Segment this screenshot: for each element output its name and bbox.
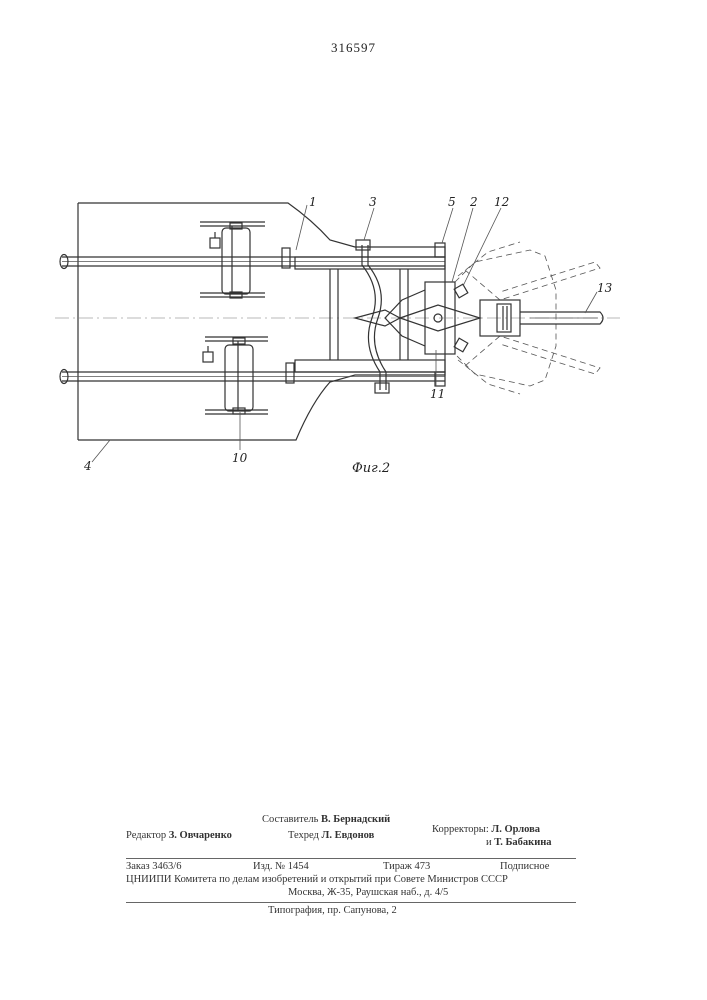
editor-line: Редактор З. Овчаренко: [126, 830, 232, 841]
corrector-1: Л. Орлова: [491, 824, 540, 835]
label-part-13: 13: [597, 281, 613, 295]
correctors-line: Корректоры: Л. Орлова: [432, 824, 540, 835]
corrector-2-line: и Т. Бабакина: [486, 837, 552, 848]
org-line-1: ЦНИИПИ Комитета по делам изобретений и о…: [126, 874, 578, 885]
techred-name: Л. Евдонов: [322, 830, 375, 841]
org-line-2: Москва, Ж-35, Раушская наб., д. 4/5: [288, 887, 448, 898]
order-number: Заказ 3463/6: [126, 861, 181, 872]
printing-house: Типография, пр. Сапунова, 2: [268, 905, 397, 916]
fitting-12: [454, 284, 468, 298]
corrector-2: Т. Бабакина: [494, 837, 551, 848]
label-part-11: 11: [430, 387, 445, 401]
lower-bearing: [203, 352, 213, 362]
label-part-3: 3: [369, 195, 377, 209]
label-part-4: 4: [83, 459, 92, 473]
compiler-name: В. Бернадский: [321, 814, 390, 825]
upper-coupling: [282, 248, 290, 268]
label-part-2: 2: [469, 195, 478, 209]
edition-number: Изд. № 1454: [253, 861, 309, 872]
editor-name: З. Овчаренко: [169, 830, 232, 841]
upper-bearing: [210, 238, 220, 248]
linkage-bar: [362, 245, 380, 390]
figure-caption: Фиг.2: [352, 461, 390, 476]
techred-line: Техред Л. Евдонов: [288, 830, 374, 841]
print-run: Тираж 473: [383, 861, 430, 872]
bracket-5: [435, 243, 445, 257]
colophon-divider-2: [126, 902, 576, 903]
lower-gearbox: [225, 345, 253, 411]
tiller-swing-down: [465, 336, 600, 374]
compiler-line: Составитель В. Бернадский: [262, 814, 390, 825]
label-part-12: 12: [494, 195, 509, 209]
label-part-10: 10: [232, 451, 248, 465]
lower-coupling: [286, 363, 294, 383]
colophon-divider: [126, 858, 576, 859]
label-part-1: 1: [309, 195, 317, 209]
tiller-swing-up: [465, 262, 600, 300]
hull-outline: [78, 203, 445, 440]
upper-gearbox: [222, 228, 250, 294]
subscription-note: Подписное: [500, 861, 549, 872]
label-part-5: 5: [448, 195, 456, 209]
lower-beam: [295, 360, 445, 372]
